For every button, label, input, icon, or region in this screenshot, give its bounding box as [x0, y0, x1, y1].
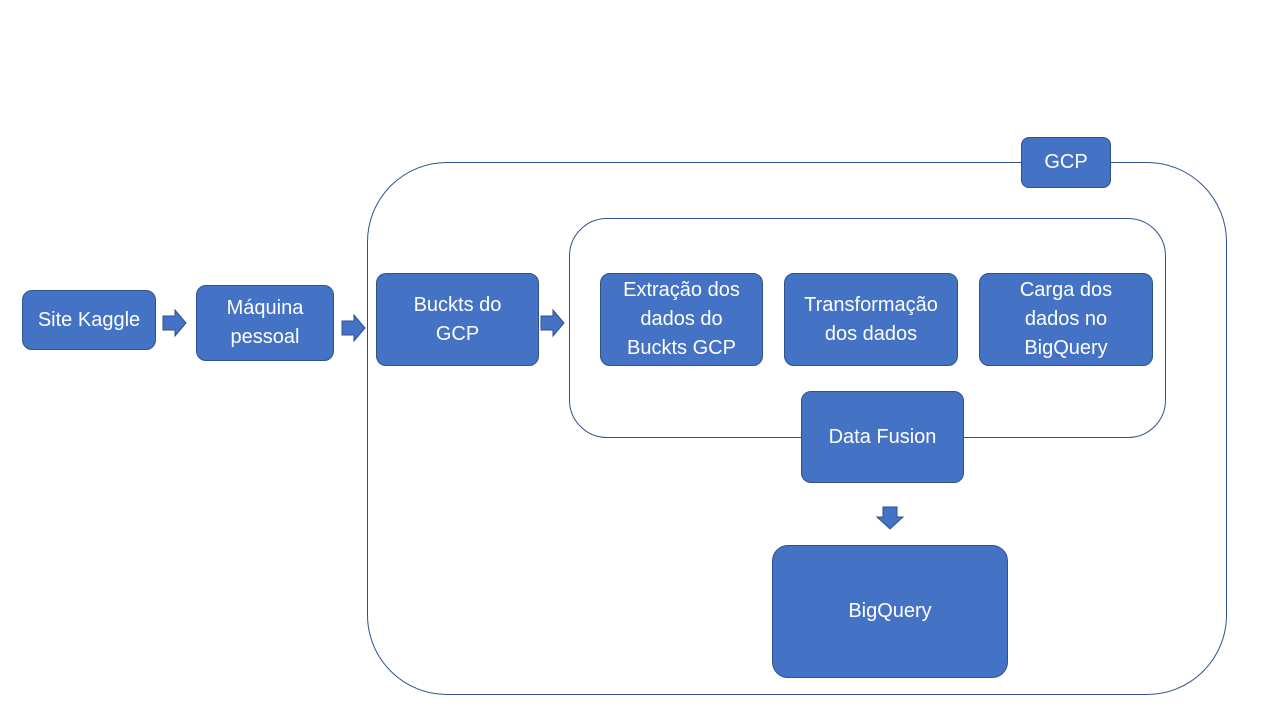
- node-extracao: Extração dos dados do Buckts GCP: [600, 273, 763, 366]
- node-carga: Carga dos dados no BigQuery: [979, 273, 1153, 366]
- node-transformacao: Transformação dos dados: [784, 273, 958, 366]
- node-buckets-gcp: Buckts do GCP: [376, 273, 539, 366]
- node-bigquery: BigQuery: [772, 545, 1008, 678]
- node-data-fusion: Data Fusion: [801, 391, 964, 483]
- arrow-right-icon: [540, 308, 565, 338]
- node-site-kaggle: Site Kaggle: [22, 290, 156, 350]
- gcp-container: [367, 162, 1227, 695]
- arrow-right-icon: [341, 313, 366, 343]
- gcp-label: GCP: [1021, 137, 1111, 188]
- arrow-right-icon: [162, 308, 187, 338]
- arrow-down-icon: [875, 506, 905, 530]
- node-maquina-pessoal: Máquina pessoal: [196, 285, 334, 361]
